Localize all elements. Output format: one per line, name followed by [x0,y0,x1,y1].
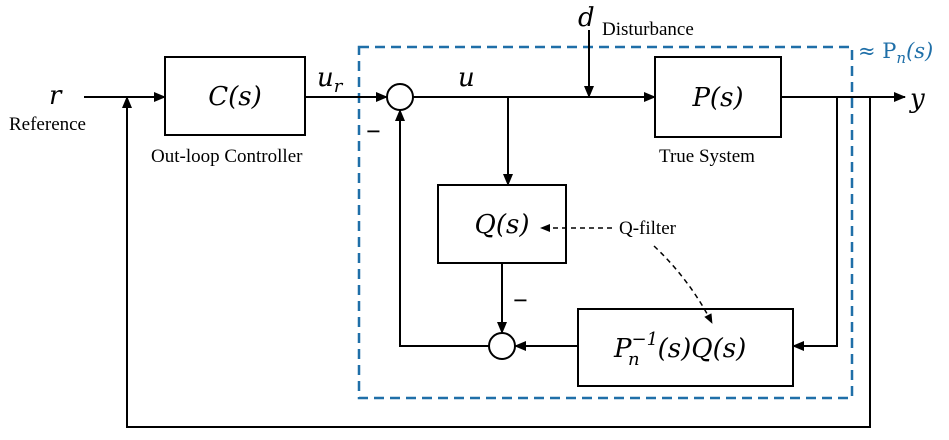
qfilter-caption: Q-filter [619,218,677,239]
reference-symbol: r [49,81,63,111]
reference-label: Reference [9,114,86,135]
plant-block [654,56,782,138]
disturbance-symbol: d [578,3,595,33]
controller-label: C(s) [208,82,262,112]
summing-junction-top [386,83,414,111]
wire-y-to-inverse [792,97,838,351]
approx-label: ≈ Pn(s) [858,39,933,67]
u-label: u [458,63,475,93]
ur-label: ur [317,63,344,97]
qfilter-pointer-to-inverse [653,245,713,324]
approx-boundary [357,45,854,400]
minus-sign-top: − [366,117,381,146]
disturbance-label: Disturbance [602,19,694,40]
output-symbol: y [909,84,925,114]
summing-junction-bottom [488,332,516,360]
plant-label: P(s) [691,83,743,113]
qfilter-label: Q(s) [475,210,530,240]
controller-caption: Out-loop Controller [151,146,303,167]
wire-inner-feedback [395,109,489,347]
plant-caption: True System [659,146,755,167]
wire-outer-feedback [122,96,871,428]
minus-sign-bottom: − [513,286,528,315]
